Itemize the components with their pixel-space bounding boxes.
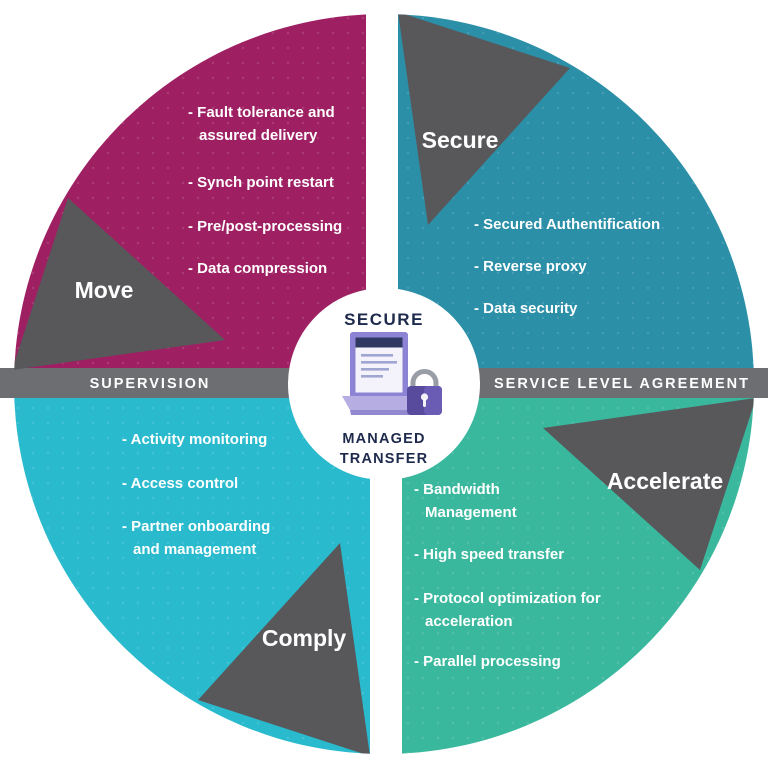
center-title-secure: SECURE xyxy=(344,310,424,329)
move-item-line: assured delivery xyxy=(199,127,318,144)
service-level-agreement-label: SERVICE LEVEL AGREEMENT xyxy=(494,376,750,392)
secure-transfer-icon xyxy=(342,332,442,415)
comply-items: - Activity monitoring - Access control -… xyxy=(122,431,270,558)
laptop-document-header xyxy=(355,337,403,348)
move-wedge-label: Move xyxy=(75,277,134,303)
move-item-line: - Data compression xyxy=(188,260,327,277)
accelerate-wedge xyxy=(543,398,754,570)
comply-wedge-label: Comply xyxy=(262,625,347,651)
comply-item-line: - Partner onboarding xyxy=(122,518,270,535)
move-wedge xyxy=(14,198,225,370)
padlock-body-highlight xyxy=(424,386,442,415)
comply-wedge xyxy=(198,543,370,754)
comply-item-line: and management xyxy=(133,541,256,558)
center-title-transfer: TRANSFER xyxy=(340,451,429,467)
secure-wedge-label: Secure xyxy=(422,127,499,153)
padlock-keyhole xyxy=(420,393,429,401)
move-item-line: - Pre/post-processing xyxy=(188,218,342,235)
center-title-managed: MANAGED xyxy=(342,431,425,447)
comply-item-line: - Access control xyxy=(122,475,238,492)
comply-item-line: - Activity monitoring xyxy=(122,431,267,448)
secure-wedge xyxy=(398,14,570,225)
accelerate-item-line: acceleration xyxy=(425,613,513,630)
move-items: - Fault tolerance and assured delivery -… xyxy=(188,104,342,277)
laptop-document-lines xyxy=(361,354,397,378)
secure-items: - Secured Authentification - Reverse pro… xyxy=(474,216,660,317)
accelerate-wedge-label: Accelerate xyxy=(607,468,723,494)
padlock-keyhole-stem xyxy=(423,399,426,407)
accelerate-item-line: - High speed transfer xyxy=(414,546,564,563)
secure-item-line: - Data security xyxy=(474,300,578,317)
accelerate-item-line: - Bandwidth xyxy=(414,481,500,498)
wedge-group xyxy=(14,14,754,754)
accelerate-item-line: Management xyxy=(425,504,517,521)
supervision-label: SUPERVISION xyxy=(90,376,211,392)
secure-item-line: - Secured Authentification xyxy=(474,216,660,233)
accelerate-items: - Bandwidth Management - High speed tran… xyxy=(414,481,601,670)
accelerate-item-line: - Protocol optimization for xyxy=(414,590,601,607)
padlock-shackle xyxy=(410,369,439,388)
accelerate-item-line: - Parallel processing xyxy=(414,653,561,670)
secure-item-line: - Reverse proxy xyxy=(474,258,587,275)
move-item-line: - Synch point restart xyxy=(188,174,334,191)
move-item-line: - Fault tolerance and xyxy=(188,104,335,121)
